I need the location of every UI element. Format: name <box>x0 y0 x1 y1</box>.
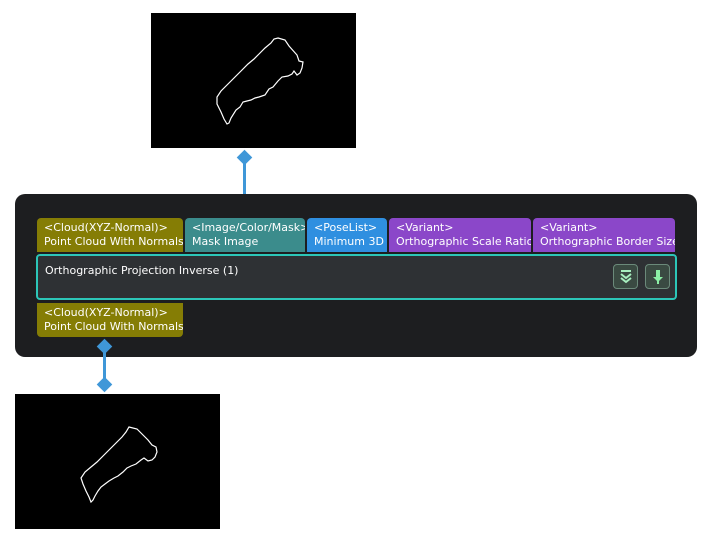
node-body[interactable]: Orthographic Projection Inverse (1) <box>36 254 677 300</box>
connector-line-bottom <box>103 349 106 381</box>
input-port-point-cloud[interactable]: <Cloud(XYZ-Normal)> Point Cloud With Nor… <box>37 218 183 252</box>
port-label: Point Cloud With Normals <box>44 320 183 333</box>
input-port-orthographic-scale-ratio[interactable]: <Variant> Orthographic Scale Ratio <box>389 218 531 252</box>
port-type: <Image/Color/Mask> <box>192 221 305 234</box>
port-type: <Cloud(XYZ-Normal)> <box>44 221 168 234</box>
port-label: Orthographic Scale Ratio <box>396 235 531 248</box>
double-chevron-down-icon <box>619 269 632 283</box>
port-label: Mask Image <box>192 235 259 248</box>
port-type: <Cloud(XYZ-Normal)> <box>44 306 168 319</box>
connector-line-top <box>243 160 246 202</box>
port-type: <PoseList> <box>314 221 378 234</box>
contour-outline-top <box>216 37 304 125</box>
port-type: <Variant> <box>540 221 598 234</box>
output-preview-point-cloud <box>15 394 220 529</box>
port-label: Orthographic Border Size <box>540 235 675 248</box>
input-preview-image <box>151 13 356 148</box>
output-port-point-cloud[interactable]: <Cloud(XYZ-Normal)> Point Cloud With Nor… <box>37 303 183 337</box>
collapse-button[interactable] <box>613 264 638 289</box>
node-title: Orthographic Projection Inverse (1) <box>45 264 239 277</box>
connector-diamond-bottom[interactable] <box>96 376 113 393</box>
input-port-mask-image[interactable]: <Image/Color/Mask> Mask Image <box>185 218 305 252</box>
contour-outline-bottom <box>80 426 158 504</box>
pin-button[interactable] <box>645 264 670 289</box>
port-label: Point Cloud With Normals <box>44 235 183 248</box>
node-orthographic-projection-inverse[interactable]: <Cloud(XYZ-Normal)> Point Cloud With Nor… <box>15 194 697 357</box>
pin-down-icon <box>652 269 663 284</box>
input-port-orthographic-border-size[interactable]: <Variant> Orthographic Border Size <box>533 218 675 252</box>
port-type: <Variant> <box>396 221 454 234</box>
input-port-minimum-3d[interactable]: <PoseList> Minimum 3D <box>307 218 387 252</box>
port-label: Minimum 3D <box>314 235 384 248</box>
